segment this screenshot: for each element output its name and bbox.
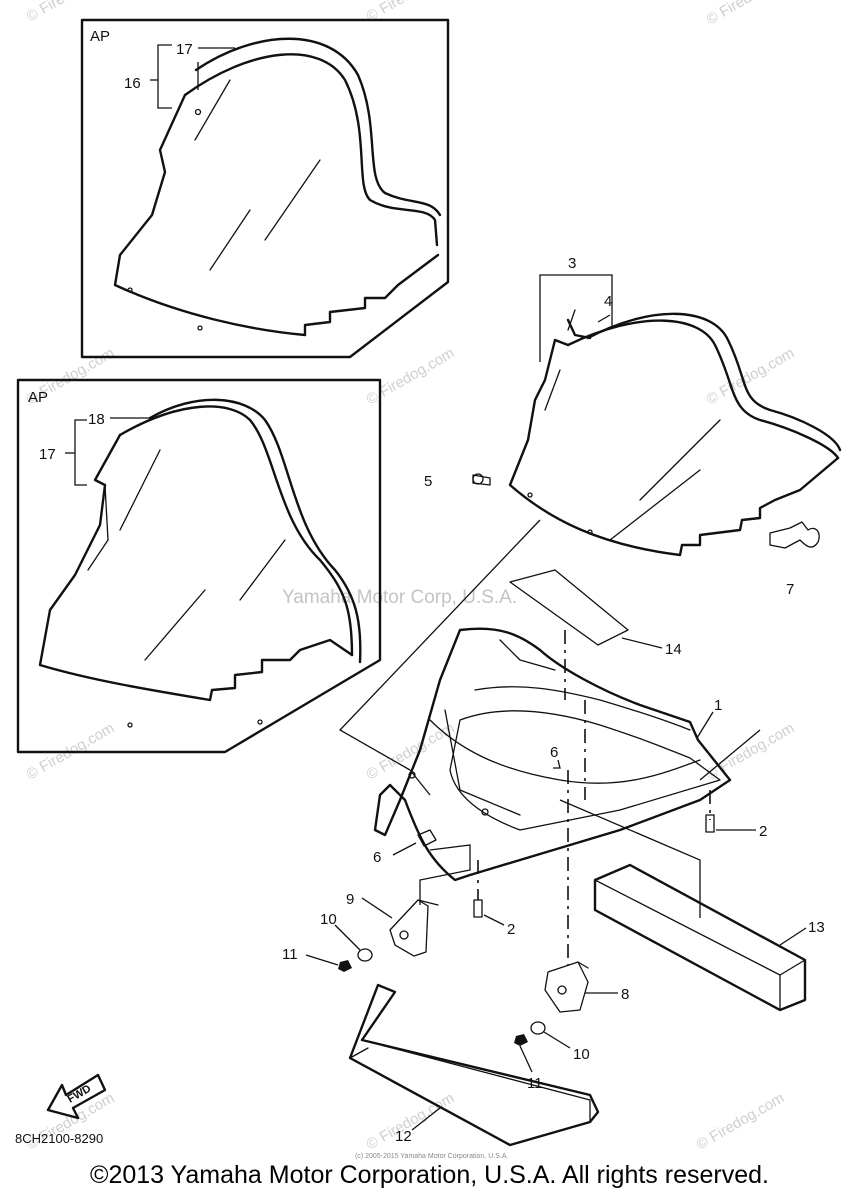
watermark: © Firedog.com (364, 0, 458, 25)
cowl-1: 1 6 (373, 627, 732, 882)
callout-3: 3 (568, 255, 576, 272)
watermark: © Firedog.com (704, 344, 798, 408)
callout-6: 6 (373, 849, 381, 866)
callout-12: 12 (395, 1128, 412, 1145)
callout-17: 17 (39, 446, 56, 463)
watermark: © Firedog.com (704, 0, 798, 28)
callout-6: 6 (550, 744, 558, 761)
block-13: 13 (593, 863, 825, 1012)
main-windshield: 3 4 (508, 255, 842, 557)
callout-1: 1 (714, 697, 722, 714)
callout-14: 14 (665, 641, 682, 658)
fine-print: (c) 2005-2015 Yamaha Motor Corporation, … (355, 1153, 508, 1160)
bracket-8: 8 (544, 961, 629, 1013)
frame-12: 12 (348, 983, 600, 1147)
watermark: © Firedog.com (364, 344, 458, 408)
watermark: © Firedog.com (704, 719, 798, 783)
center-watermark: Yamaha Motor Corp, U.S.A. (282, 587, 517, 608)
ap-box-lower: AP 18 17 (16, 378, 382, 754)
clip-7: 7 (769, 521, 820, 598)
callout-10: 10 (573, 1046, 590, 1063)
box-label-ap: AP (90, 28, 110, 45)
callout-10: 10 (320, 911, 337, 928)
pad-14: 14 (509, 569, 682, 658)
bracket-9: 9 (346, 891, 439, 957)
nut-11-left: 11 (282, 946, 352, 972)
callout-18: 18 (88, 411, 105, 428)
callout-11: 11 (527, 1075, 543, 1092)
grommet-6: 6 (373, 829, 437, 866)
watermark-layer: © Firedog.com © Firedog.com © Firedog.co… (24, 0, 798, 1153)
callout-11: 11 (282, 946, 298, 963)
callout-5: 5 (424, 473, 432, 490)
screw-2-lower: 2 (473, 899, 515, 938)
callout-2: 2 (759, 823, 767, 840)
washer-10-left: 10 (320, 911, 373, 962)
washer-10-right: 10 (530, 1021, 590, 1063)
callout-7: 7 (786, 581, 794, 598)
watermark: © Firedog.com (694, 1089, 788, 1153)
screw-2-right: 2 (705, 814, 767, 840)
callout-15: 16 (124, 75, 141, 92)
callout-9: 9 (346, 891, 354, 908)
callout-8: 8 (621, 986, 629, 1003)
watermark: © Firedog.com (24, 0, 118, 25)
diagram-code: 8CH2100-8290 (15, 1131, 103, 1146)
callout-13: 13 (808, 919, 825, 936)
nut-11-right: 11 (514, 1034, 543, 1092)
callout-16: 17 (176, 41, 193, 58)
copyright-footer: ©2013 Yamaha Motor Corporation, U.S.A. A… (90, 1161, 769, 1189)
screw-5: 5 (424, 473, 491, 490)
assembly-lines (338, 519, 761, 965)
callout-4: 4 (604, 293, 612, 310)
box-label-ap: AP (28, 389, 48, 406)
ap-box-upper: AP 17 16 (80, 18, 450, 359)
callout-2: 2 (507, 921, 515, 938)
